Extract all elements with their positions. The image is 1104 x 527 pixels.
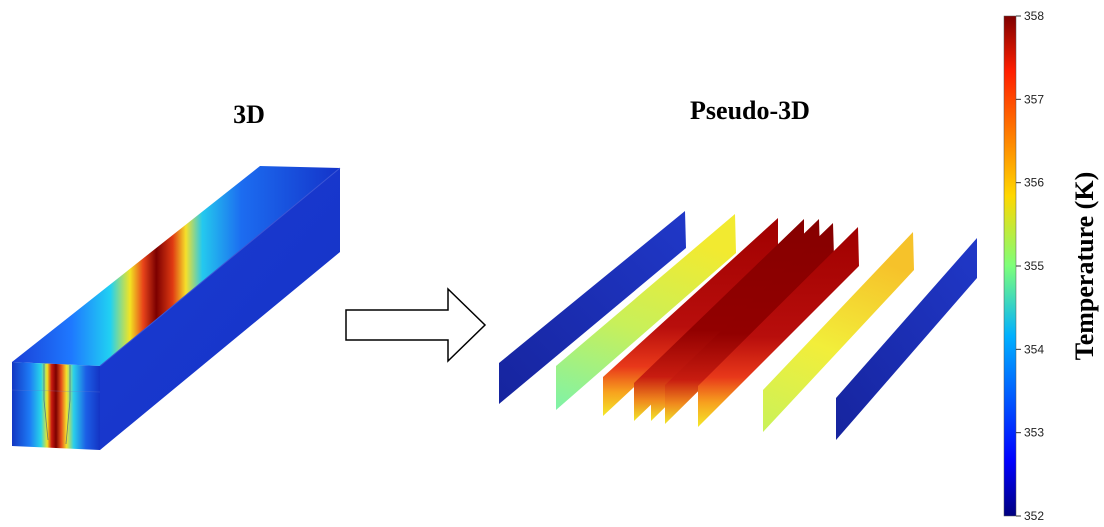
colorbar-title: Temperature (K) <box>1070 172 1099 360</box>
colorbar-tick-label: 357 <box>1024 92 1044 106</box>
block-domain-line <box>11 389 101 393</box>
slice-8 <box>763 232 914 432</box>
colorbar: 352 353 354 355 356 357 358 Temperature (K) <box>1003 9 1099 523</box>
block-side-face <box>100 168 340 450</box>
title-pseudo-3d: Pseudo-3D <box>690 96 810 125</box>
block-3d <box>11 166 341 450</box>
slice-6 <box>665 223 834 424</box>
block-top-face <box>12 166 340 366</box>
slice-7 <box>698 227 859 427</box>
colorbar-tick-label: 353 <box>1024 426 1044 440</box>
colorbar-tick-label: 355 <box>1024 259 1044 273</box>
slice-1 <box>499 211 686 404</box>
colorbar-gradient <box>1003 15 1017 517</box>
slice-3 <box>603 218 778 416</box>
block-front-face <box>12 362 100 450</box>
colorbar-tick-label: 356 <box>1024 176 1044 190</box>
block-domain-line <box>43 364 49 441</box>
title-3d: 3D <box>233 100 265 129</box>
slice-2 <box>556 214 736 410</box>
colorbar-tick-label: 352 <box>1024 509 1044 523</box>
slice-9 <box>836 238 977 440</box>
block-edge <box>99 167 341 367</box>
colorbar-tick-label: 358 <box>1024 9 1044 23</box>
right-arrow-icon <box>345 287 487 363</box>
colorbar-tick-label: 354 <box>1024 342 1044 356</box>
pseudo-3d-slices <box>499 211 977 440</box>
block-domain-line <box>65 365 71 445</box>
